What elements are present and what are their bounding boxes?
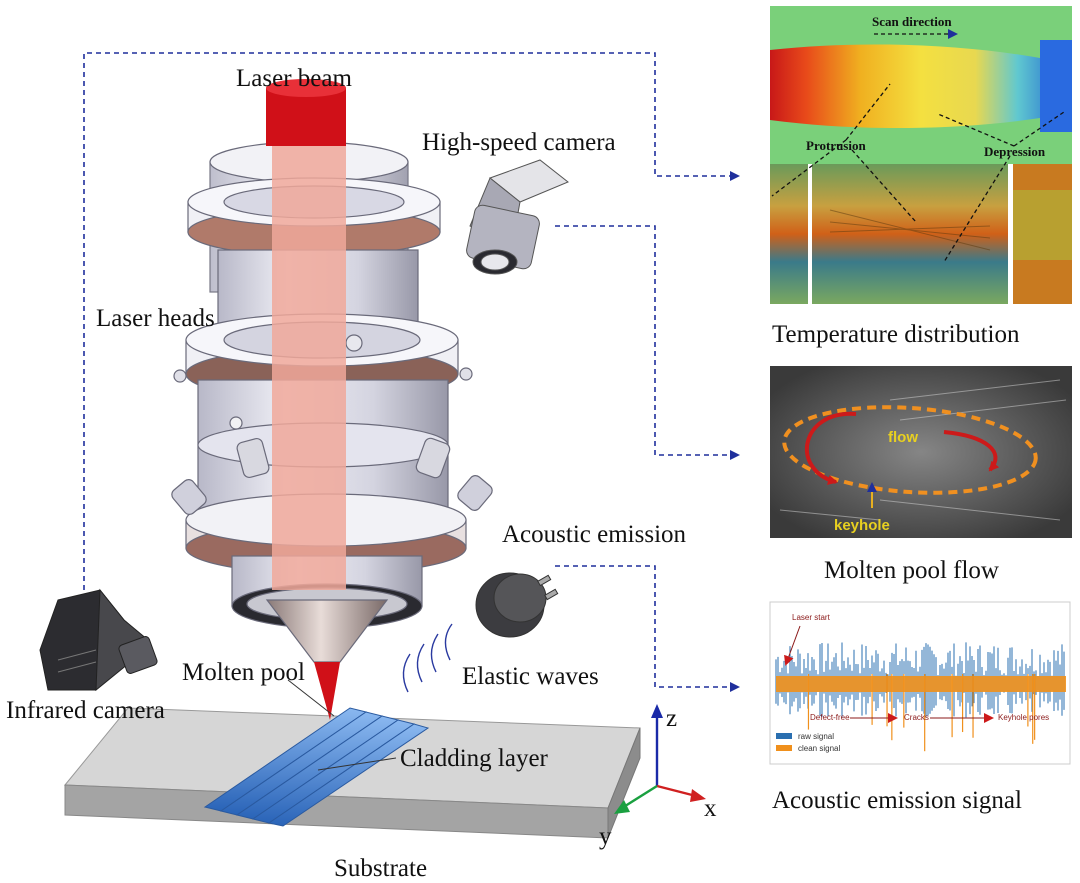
molten-pool-flow-caption: Molten pool flow: [824, 557, 999, 584]
laser-beam: [266, 79, 346, 720]
defect-free-label: Defect-free: [810, 713, 850, 722]
scan-direction-label: Scan direction: [872, 14, 952, 29]
legend-clean-swatch: [776, 745, 792, 751]
axis-z-label: z: [666, 705, 677, 732]
molten-pool-label: Molten pool: [182, 659, 305, 686]
connector-infrared-to-temperature: [83, 52, 740, 590]
high-speed-camera-label: High-speed camera: [422, 129, 616, 156]
cracks-label: Cracks: [904, 713, 929, 722]
acoustic-emission-label: Acoustic emission: [502, 521, 687, 548]
connector-camera-to-flow: [555, 225, 740, 460]
cladding-tracks: [203, 707, 430, 827]
signal-trace: [775, 642, 1066, 752]
infrared-camera-label: Infrared camera: [6, 697, 165, 724]
connector-acoustic-to-signal: [555, 565, 740, 692]
temperature-caption: Temperature distribution: [772, 321, 1020, 348]
x-axis: [656, 784, 697, 798]
y-axis: [621, 784, 658, 810]
keyhole-pores-label: Keyhole pores: [998, 713, 1049, 722]
acoustic-signal-panel: Laser start Defect-free Cracks Keyhole p…: [769, 601, 1071, 814]
high-speed-camera: [466, 159, 569, 275]
molten-pool-flow-panel: flow keyhole Molten pool flow: [770, 366, 1072, 584]
axis-y-label: y: [599, 823, 612, 850]
temperature-panel: Scan direction Protrusion Depression Tem…: [770, 6, 1072, 348]
legend-clean-label: clean signal: [798, 744, 840, 753]
axis-x-label: x: [704, 795, 717, 822]
acoustic-signal-caption: Acoustic emission signal: [772, 787, 1022, 814]
substrate-label: Substrate: [334, 855, 427, 882]
connector-lines: [83, 52, 740, 692]
depression-label: Depression: [984, 144, 1046, 159]
acoustic-sensor: [475, 572, 559, 638]
legend-raw-swatch: [776, 733, 792, 739]
molten-pool-boundary: [782, 405, 1038, 495]
protrusion-label: Protrusion: [806, 138, 866, 153]
legend-raw-label: raw signal: [798, 732, 834, 741]
elastic-waves-label: Elastic waves: [462, 663, 599, 690]
laser-beam-label: Laser beam: [236, 65, 352, 92]
elastic-wave-arcs: [402, 623, 453, 693]
cladding-layer-label: Cladding layer: [400, 745, 549, 772]
flow-label: flow: [888, 429, 918, 446]
keyhole-label: keyhole: [834, 517, 890, 534]
coordinate-axes: [614, 704, 706, 814]
laser-heads-label: Laser heads: [96, 305, 215, 332]
laser-start-label: Laser start: [792, 613, 831, 622]
label-leader-lines: [287, 679, 397, 771]
clean-signal-band: [776, 676, 1066, 692]
infrared-camera: [39, 588, 158, 692]
